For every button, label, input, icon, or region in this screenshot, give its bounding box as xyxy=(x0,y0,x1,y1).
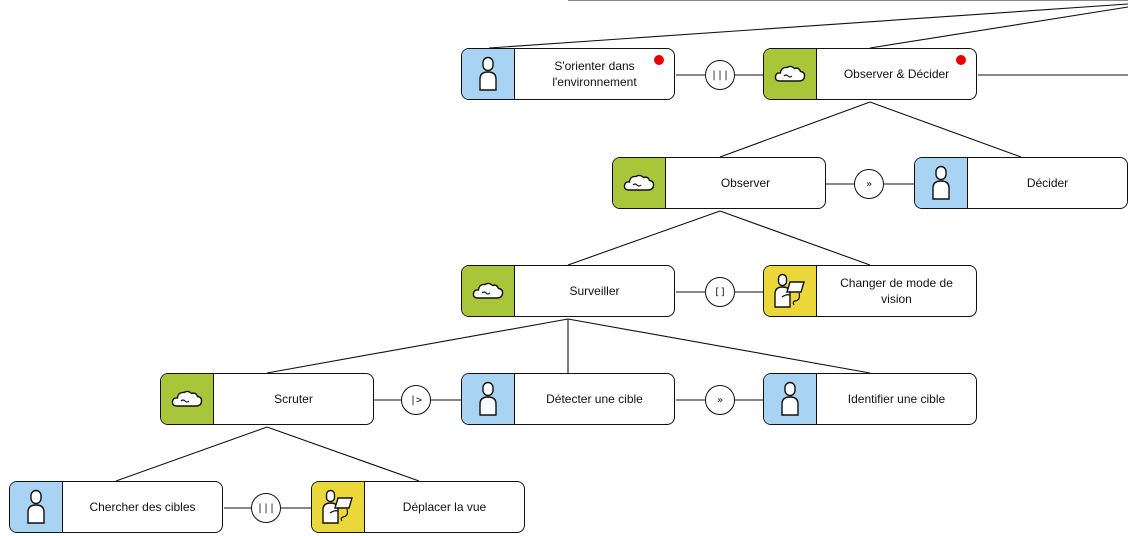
task-orienter[interactable]: S'orienter dans l'environnement xyxy=(461,48,675,100)
cloud-icon xyxy=(161,374,214,424)
tree-edge xyxy=(115,426,268,482)
user-icon xyxy=(915,158,968,208)
task-label: Chercher des cibles xyxy=(89,500,196,514)
cloud-icon xyxy=(613,158,666,208)
task-label: S'orienter dans l'environnement xyxy=(552,59,637,89)
task-surveiller[interactable]: Surveiller xyxy=(461,265,675,317)
tree-edge xyxy=(719,101,871,158)
task-changer-mode-vision[interactable]: Changer de mode de vision xyxy=(763,265,977,317)
task-detecter-cible[interactable]: Détecter une cible xyxy=(461,373,675,425)
task-label: Identifier une cible xyxy=(847,392,946,406)
user-icon xyxy=(462,49,515,99)
task-label: Déplacer la vue xyxy=(402,500,487,514)
task-observer-decider[interactable]: Observer & Décider xyxy=(763,48,977,100)
tree-edge xyxy=(719,210,871,266)
task-scruter[interactable]: Scruter xyxy=(160,373,374,425)
operator-concurrent[interactable]: ||| xyxy=(251,493,281,523)
task-label: Changer de mode de vision xyxy=(840,276,953,306)
tree-edge xyxy=(266,318,569,374)
cloud-icon xyxy=(764,49,817,99)
tree-edge xyxy=(488,3,1128,49)
operator-concurrent[interactable]: ||| xyxy=(705,60,735,90)
tree-edge xyxy=(567,210,721,266)
interaction-icon xyxy=(312,482,365,532)
task-identifier-cible[interactable]: Identifier une cible xyxy=(763,373,977,425)
task-chercher-cibles[interactable]: Chercher des cibles xyxy=(9,481,223,533)
task-label: Scruter xyxy=(274,392,313,406)
tree-edge xyxy=(869,101,1022,158)
operator-choice[interactable]: [] xyxy=(705,277,735,307)
user-icon xyxy=(764,374,817,424)
task-observer[interactable]: Observer xyxy=(612,157,826,209)
operator-enabling[interactable]: » xyxy=(854,169,884,199)
task-deplacer-vue[interactable]: Déplacer la vue xyxy=(311,481,525,533)
status-dot xyxy=(956,55,966,65)
tree-edge xyxy=(266,426,420,482)
operator-suspend-resume[interactable]: |> xyxy=(401,385,431,415)
tree-edge xyxy=(869,6,1128,49)
tree-edge xyxy=(567,318,871,374)
task-label: Détecter une cible xyxy=(546,392,643,406)
task-label: Surveiller xyxy=(569,284,620,298)
task-label: Décider xyxy=(1026,176,1069,190)
status-dot xyxy=(654,55,664,65)
user-icon xyxy=(462,374,515,424)
task-label: Observer xyxy=(720,176,771,190)
user-icon xyxy=(10,482,63,532)
interaction-icon xyxy=(764,266,817,316)
task-label: Observer & Décider xyxy=(843,67,950,81)
cloud-icon xyxy=(462,266,515,316)
task-decider[interactable]: Décider xyxy=(914,157,1128,209)
operator-enabling[interactable]: » xyxy=(705,385,735,415)
